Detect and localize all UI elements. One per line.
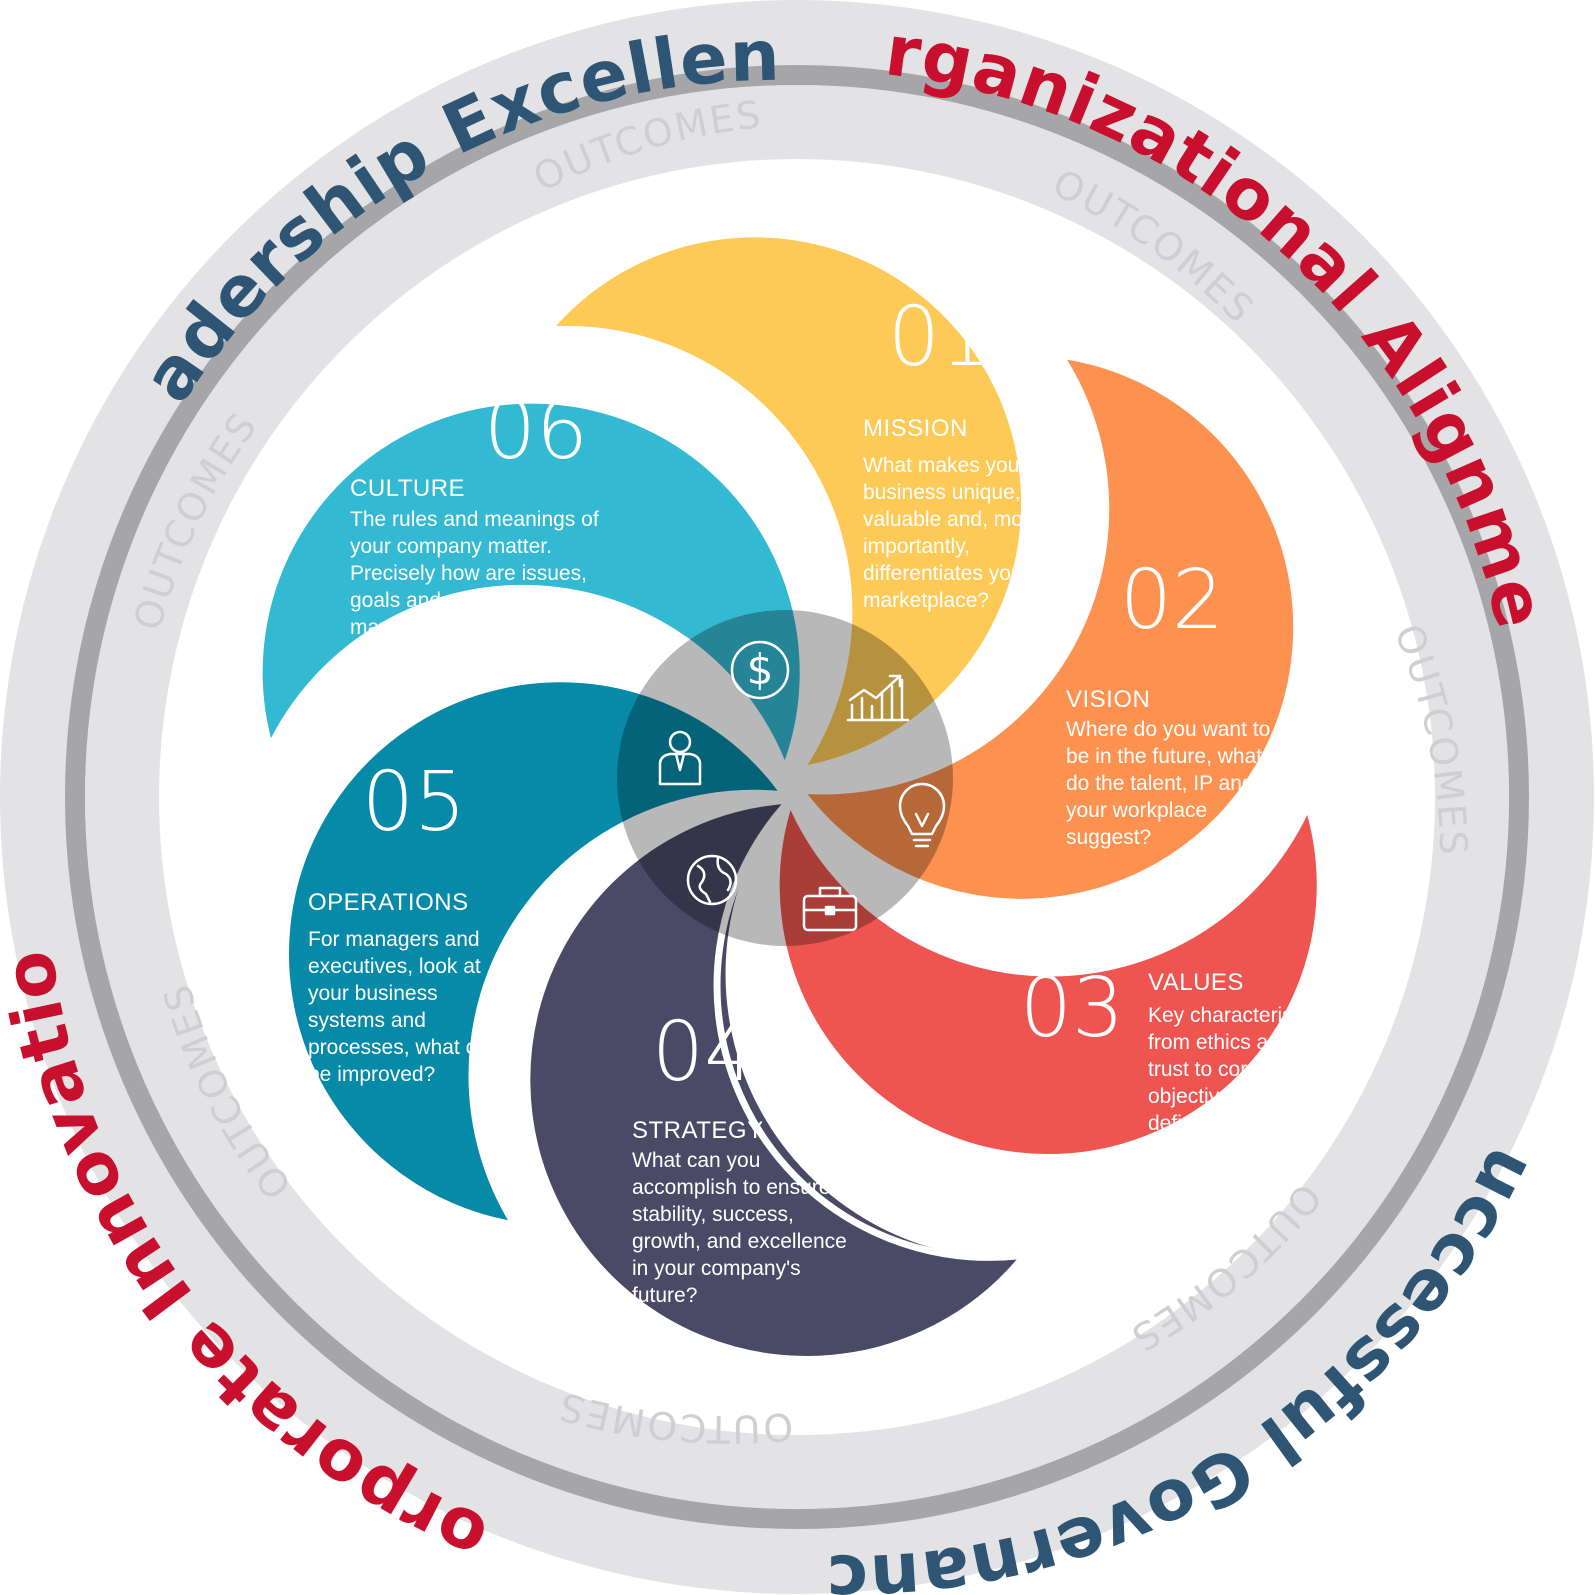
vision-title: VISION	[1066, 686, 1150, 713]
businessman-icon	[658, 730, 702, 786]
svg-text:$: $	[747, 645, 774, 694]
mission-title: MISSION	[863, 415, 968, 442]
operations-number: 05	[362, 755, 466, 850]
vision-number: 02	[1120, 553, 1224, 648]
petal-culture-shape	[255, 396, 807, 780]
growth-chart-icon	[846, 674, 910, 722]
culture-number: 06	[484, 383, 588, 478]
petals	[255, 230, 1324, 1363]
strategy-number: 04	[652, 1005, 756, 1100]
mission-description: What makes your business unique, valuabl…	[863, 454, 1086, 612]
petal-values	[772, 790, 1324, 1162]
petal-values-shape	[772, 790, 1324, 1162]
ring-band	[65, 65, 1529, 1529]
mission-number: 01	[888, 290, 992, 385]
values-number: 03	[1020, 961, 1124, 1056]
operations-title: OPERATIONS	[308, 889, 469, 916]
petal-mission	[540, 230, 1029, 775]
values-title: VALUES	[1148, 969, 1244, 996]
petal-vision	[792, 350, 1301, 906]
petal-vision-shape	[792, 350, 1301, 906]
petal-strategy	[523, 795, 1034, 1363]
petal-culture	[255, 396, 807, 780]
petal-strategy-body	[523, 795, 1034, 1363]
values-description: Key characteristics from ethics and trus…	[1148, 1004, 1330, 1162]
petal-mission-shape	[540, 230, 1029, 775]
globe-icon	[686, 854, 738, 906]
petal-operations-shape	[281, 675, 793, 1230]
petal-operations	[281, 675, 793, 1230]
strategy-title: STRATEGY	[632, 1117, 764, 1144]
lightbulb-icon	[898, 782, 946, 848]
vision-description: Where do you want to be in the future, w…	[1066, 718, 1276, 849]
operations-description: For managers and executives, look at you…	[308, 928, 505, 1086]
dollar-icon: $	[730, 640, 790, 700]
briefcase-icon	[802, 886, 858, 932]
segment-texts: 01 MISSION What makes your business uniq…	[308, 290, 1330, 1307]
culture-description: The rules and meanings of your company m…	[350, 508, 605, 639]
strategy-description: What can you accomplish to ensure stabil…	[632, 1149, 853, 1307]
culture-title: CULTURE	[350, 475, 465, 502]
